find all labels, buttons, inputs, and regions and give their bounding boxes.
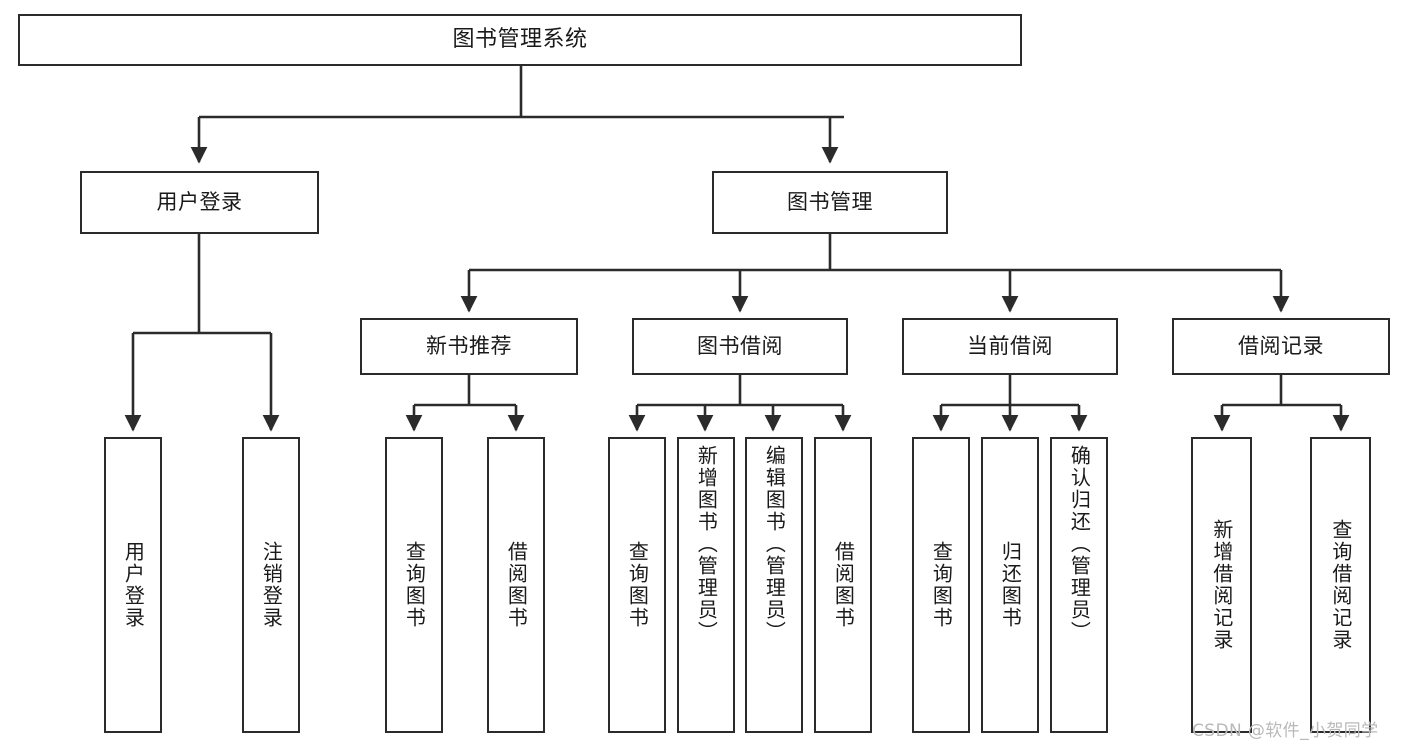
leaf-borrow-book[interactable]: 借阅图书: [814, 437, 872, 733]
node-label: 新增图书（管理员）: [694, 445, 719, 643]
leaf-edit-book-admin[interactable]: 编辑图书（管理员）: [745, 437, 803, 733]
node-current-borrow[interactable]: 当前借阅: [902, 318, 1118, 375]
node-label: 新增借阅记录: [1209, 519, 1234, 651]
node-label: 用户登录: [121, 541, 146, 629]
node-book-management[interactable]: 图书管理: [712, 171, 948, 234]
node-label: 归还图书: [998, 541, 1023, 629]
leaf-user-login[interactable]: 用户登录: [104, 437, 162, 733]
node-label: 查询图书: [402, 541, 427, 629]
node-label: 确认归还（管理员）: [1067, 445, 1092, 643]
node-label: 编辑图书（管理员）: [762, 445, 787, 643]
leaf-query-borrow-record[interactable]: 查询借阅记录: [1310, 437, 1371, 733]
leaf-query-book-borrow[interactable]: 查询图书: [608, 437, 666, 733]
node-label: 当前借阅: [967, 334, 1053, 359]
node-label: 借阅图书: [831, 541, 856, 629]
csdn-watermark: CSDN @软件_小贺同学: [1192, 721, 1379, 741]
leaf-query-book-recommend[interactable]: 查询图书: [385, 437, 443, 733]
node-new-book-recommend[interactable]: 新书推荐: [360, 318, 578, 375]
node-label: 查询图书: [929, 541, 954, 629]
leaf-add-book-admin[interactable]: 新增图书（管理员）: [677, 437, 735, 733]
node-borrow-record[interactable]: 借阅记录: [1172, 318, 1390, 375]
leaf-confirm-return-admin[interactable]: 确认归还（管理员）: [1050, 437, 1108, 733]
node-label: 图书管理系统: [452, 27, 588, 53]
node-label: 用户登录: [156, 190, 243, 215]
node-book-borrow[interactable]: 图书借阅: [632, 318, 848, 375]
node-label: 新书推荐: [426, 334, 512, 359]
node-label: 查询借阅记录: [1328, 519, 1353, 651]
leaf-query-book-current[interactable]: 查询图书: [912, 437, 970, 733]
leaf-return-book[interactable]: 归还图书: [981, 437, 1039, 733]
node-label: 借阅记录: [1238, 334, 1324, 359]
node-label: 查询图书: [625, 541, 650, 629]
leaf-borrow-book-recommend[interactable]: 借阅图书: [487, 437, 545, 733]
leaf-logout[interactable]: 注销登录: [242, 437, 300, 733]
node-label: 图书管理: [787, 190, 873, 215]
node-label: 借阅图书: [504, 541, 529, 629]
node-label: 图书借阅: [697, 334, 783, 359]
node-root-system[interactable]: 图书管理系统: [18, 14, 1022, 66]
node-label: 注销登录: [259, 541, 284, 629]
node-user-login[interactable]: 用户登录: [80, 171, 319, 234]
leaf-add-borrow-record[interactable]: 新增借阅记录: [1191, 437, 1252, 733]
